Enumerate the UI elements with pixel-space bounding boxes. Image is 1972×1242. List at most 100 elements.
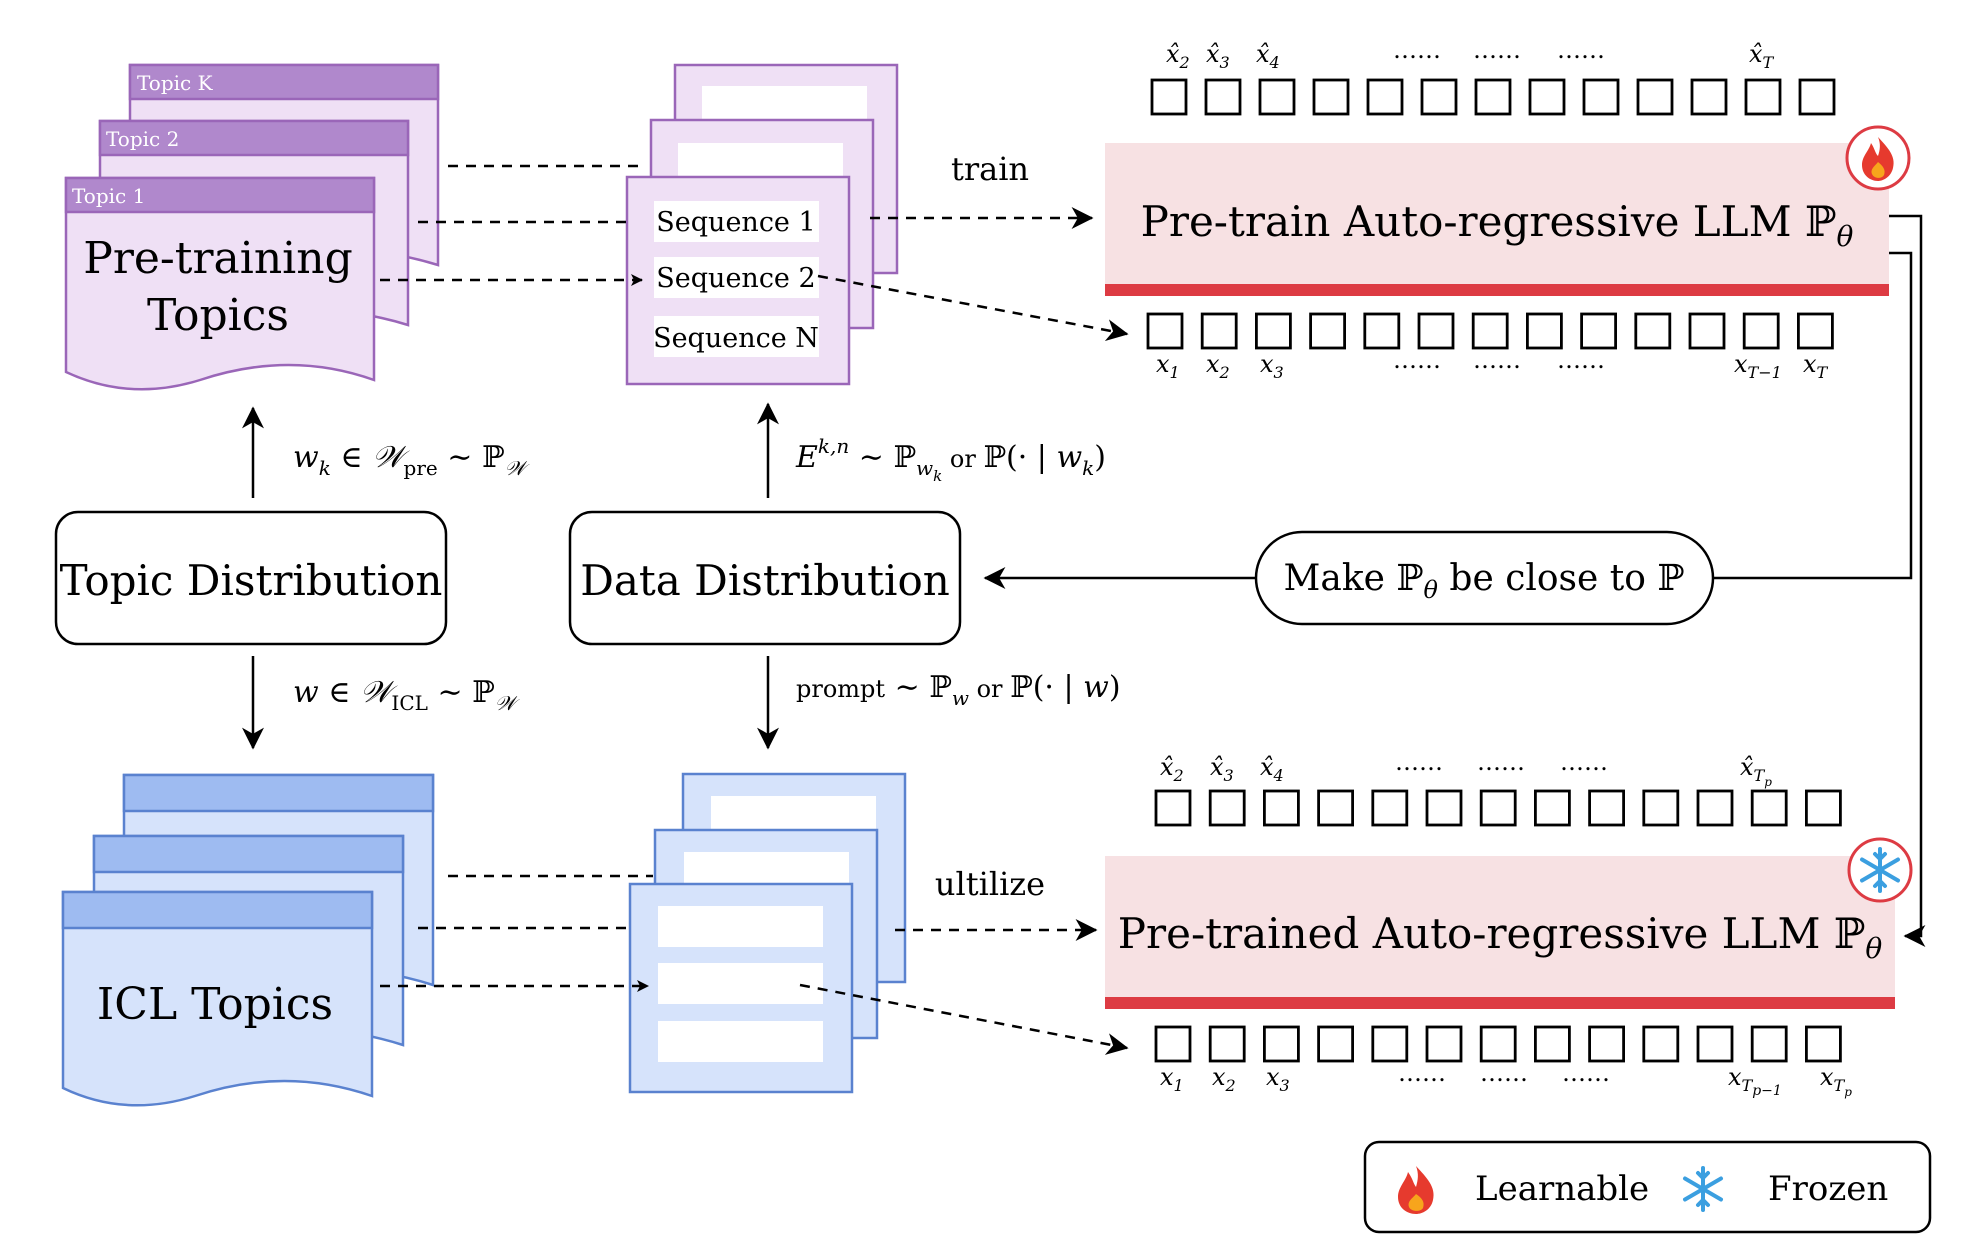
utilize-label: ultilize <box>935 865 1045 903</box>
icl-topics-title: ICL Topics <box>97 979 333 1030</box>
llm-pretrain-block: Pre-train Auto-regressive LLM ℙθ <box>1105 125 1911 296</box>
top-output-token <box>1636 78 1674 116</box>
prompt-slot-1 <box>658 906 823 947</box>
svg-text:xTp−1: xTp−1 <box>1728 1063 1782 1099</box>
feedback-loop <box>983 214 1926 947</box>
llm-pretrained-title: Pre-trained Auto-regressive LLM ℙθ <box>1118 909 1883 965</box>
pretraining-topics-title-2: Topics <box>147 290 289 341</box>
make-close-pill: Make ℙθ be close to ℙ <box>1254 530 1715 626</box>
bottom-output-token <box>1805 789 1842 827</box>
bottom-output-token <box>1371 789 1409 827</box>
sequence-n-slot <box>654 316 819 357</box>
top-output-token <box>1258 78 1296 116</box>
pretrain-topic-formula: wk ∈ 𝒲pre ∼ ℙ𝒲 <box>293 440 531 480</box>
sequence-2-label: Sequence 2 <box>656 263 815 294</box>
top-input-token <box>1634 312 1672 350</box>
llm-pretrain-title: Pre-train Auto-regressive LLM ℙθ <box>1141 197 1854 253</box>
bottom-output-token <box>1208 789 1246 827</box>
bottom-input-token <box>1696 1025 1734 1063</box>
icl-data-formula: prompt ∼ ℙw or ℙ(· | w) <box>796 670 1121 710</box>
top-output-token <box>1474 78 1512 116</box>
data-distribution-box: Data Distribution <box>568 510 962 646</box>
svg-text:x̂2: x̂2 <box>1166 40 1190 72</box>
bottom-output-token <box>1479 789 1517 827</box>
top-input-token <box>1146 312 1184 350</box>
bottom-input-token <box>1154 1025 1192 1063</box>
svg-text:x2: x2 <box>1206 350 1230 382</box>
pretrain-sequence-stack: Sequence 1 Sequence 2 Sequence N <box>625 63 899 386</box>
bottom-input-token <box>1534 1025 1571 1063</box>
svg-text:x1: x1 <box>1156 350 1180 382</box>
bottom-input-token <box>1750 1025 1788 1063</box>
bottom-input-token <box>1642 1025 1680 1063</box>
top-input-token <box>1309 312 1346 350</box>
icl-prompt-stack <box>628 772 907 1094</box>
bottom-output-token <box>1642 789 1680 827</box>
sequence-n-label: Sequence N <box>653 323 819 354</box>
top-output-token <box>1312 78 1350 116</box>
bottom-input-token <box>1263 1025 1300 1063</box>
legend-frozen-label: Frozen <box>1768 1169 1888 1209</box>
svg-text:x2: x2 <box>1212 1063 1236 1095</box>
svg-text:……: …… <box>1480 1059 1528 1087</box>
svg-text:x1: x1 <box>1160 1063 1184 1095</box>
top-input-token <box>1526 312 1563 350</box>
svg-text:x̂Tp: x̂Tp <box>1740 753 1772 789</box>
svg-text:……: …… <box>1560 748 1608 776</box>
sequence-1-slot <box>654 201 819 242</box>
top-output-token <box>1150 78 1188 116</box>
make-close-label: Make ℙθ be close to ℙ <box>1284 558 1685 604</box>
svg-text:x̂T: x̂T <box>1749 40 1775 72</box>
sequence-2-slot <box>654 257 819 298</box>
top-output-token <box>1798 78 1836 116</box>
top-output-token <box>1366 78 1404 116</box>
dashed-connectors <box>380 164 1129 1055</box>
top-output-labels: x̂2 x̂3 x̂4 …… …… …… x̂T <box>1166 36 1775 72</box>
bottom-output-token <box>1534 789 1571 827</box>
data-distribution-label: Data Distribution <box>580 556 950 605</box>
top-output-token <box>1420 78 1458 116</box>
svg-text:x̂3: x̂3 <box>1210 753 1234 785</box>
svg-text:……: …… <box>1557 36 1605 64</box>
top-input-token <box>1363 312 1401 350</box>
token-boxes <box>1146 78 1842 1063</box>
top-input-token <box>1255 312 1292 350</box>
topic-distribution-box: Topic Distribution <box>54 510 448 646</box>
fire-icon <box>1845 125 1911 191</box>
svg-text:xT: xT <box>1803 350 1829 382</box>
bottom-output-token <box>1588 789 1625 827</box>
top-output-token <box>1744 78 1782 116</box>
top-input-token <box>1200 312 1238 350</box>
topic-k-tab: Topic K <box>137 71 214 95</box>
svg-text:……: …… <box>1473 346 1521 374</box>
bottom-input-token <box>1479 1025 1517 1063</box>
bottom-input-labels: x1 x2 x3 …… …… …… xTp−1 xTp <box>1160 1059 1852 1099</box>
bottom-output-token <box>1263 789 1300 827</box>
snowflake-icon <box>1847 837 1913 903</box>
legend-learnable-label: Learnable <box>1475 1169 1649 1209</box>
top-input-token <box>1417 312 1455 350</box>
top-output-token <box>1528 78 1566 116</box>
bottom-input-token <box>1588 1025 1625 1063</box>
icl-topics-stack: ICL Topics <box>61 773 435 1107</box>
pretraining-topics-title: Pre-training <box>83 233 352 284</box>
svg-text:……: …… <box>1398 1059 1446 1087</box>
prompt-slot-2 <box>658 963 823 1004</box>
pretrain-data-formula: Ek,n ∼ ℙwk or ℙ(· | wk) <box>795 434 1106 485</box>
topic-2-tab: Topic 2 <box>106 127 179 151</box>
icl-topic-front-doc: ICL Topics <box>61 890 374 1107</box>
svg-text:……: …… <box>1393 36 1441 64</box>
bottom-output-token <box>1696 789 1734 827</box>
top-input-token <box>1797 312 1834 350</box>
svg-text:……: …… <box>1477 748 1525 776</box>
legend-fire-icon <box>1398 1166 1434 1214</box>
bottom-output-token <box>1317 789 1354 827</box>
top-input-labels: x1 x2 x3 …… …… …… xT−1 xT <box>1156 346 1829 382</box>
bottom-input-token <box>1371 1025 1409 1063</box>
pretraining-topics-stack: Topic K Topic 2 Topic 1 Pre-training Top… <box>64 63 440 391</box>
top-input-token <box>1471 312 1509 350</box>
bottom-output-token <box>1154 789 1192 827</box>
topic-1-doc: Topic 1 Pre-training Topics <box>64 176 376 391</box>
llm-pretrained-block: Pre-trained Auto-regressive LLM ℙθ <box>1105 837 1913 1009</box>
